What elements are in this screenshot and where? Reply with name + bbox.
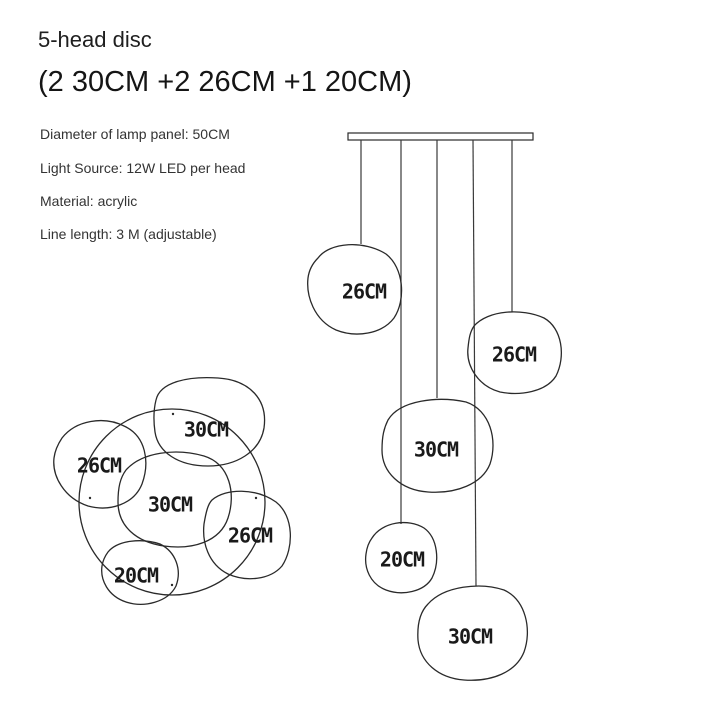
side-label-30cm-bottom: 30CM	[448, 625, 493, 649]
spec-light-source: Light Source: 12W LED per head	[40, 160, 246, 176]
side-label-26cm-right: 26CM	[492, 343, 537, 367]
top-shade-20cm-lower	[101, 540, 179, 605]
top-view: 30CM 26CM 30CM 26CM 20CM	[53, 376, 292, 605]
side-label-30cm-middle: 30CM	[414, 438, 459, 462]
top-shade-26cm-right	[202, 490, 292, 580]
side-shade-30cm-bottom	[417, 585, 528, 681]
side-label-20cm-lower-left: 20CM	[380, 548, 425, 572]
ceiling-canopy	[347, 132, 534, 141]
top-shade-30cm-center	[117, 451, 232, 548]
spec-material: Material: acrylic	[40, 193, 138, 209]
side-shade-26cm-top-left	[307, 243, 403, 335]
side-shade-26cm-right	[467, 311, 562, 395]
wire-4	[472, 139, 477, 587]
product-title: 5-head disc	[38, 27, 152, 52]
top-shade-26cm-left	[53, 420, 147, 509]
side-shade-30cm-middle	[381, 398, 494, 493]
configuration-title: (2 30CM +2 26CM +1 20CM)	[38, 66, 412, 98]
top-label-20cm-lower: 20CM	[114, 564, 159, 588]
top-label-26cm-right: 26CM	[228, 524, 273, 548]
side-view: 26CM 26CM 30CM 20CM 30CM	[307, 132, 562, 681]
side-label-26cm-top-left: 26CM	[342, 280, 387, 304]
top-shade-30cm-upper	[153, 376, 266, 467]
top-label-26cm-left: 26CM	[77, 454, 122, 478]
side-shade-20cm-lower-left	[364, 521, 438, 594]
top-label-30cm-upper: 30CM	[184, 418, 229, 442]
spec-line-length: Line length: 3 M (adjustable)	[40, 226, 217, 242]
spec-panel-diameter: Diameter of lamp panel: 50CM	[40, 126, 230, 142]
top-label-30cm-center: 30CM	[148, 493, 193, 517]
